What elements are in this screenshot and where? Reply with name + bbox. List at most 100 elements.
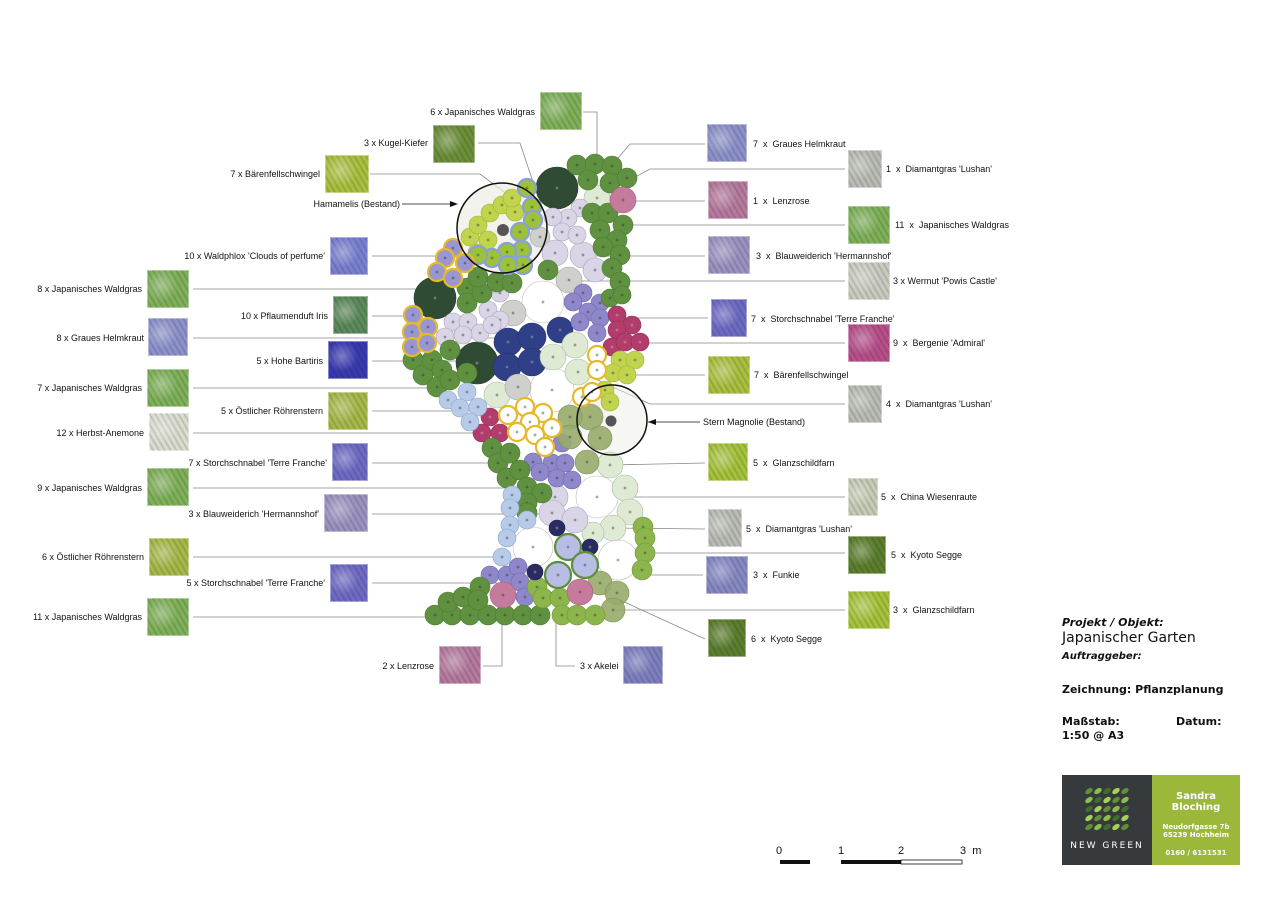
leaf xyxy=(1112,796,1120,804)
plant-center-mark xyxy=(563,461,567,465)
scale-value: 1:50 @ A3 xyxy=(1062,729,1125,742)
plant-center-mark xyxy=(488,573,492,577)
plant-label: 5 x Glanzschildfarn xyxy=(753,458,835,468)
plant-center-mark xyxy=(541,300,545,304)
plant-center-mark xyxy=(608,400,612,404)
plant-center-mark xyxy=(575,233,579,237)
plant-center-mark xyxy=(461,595,465,599)
plant-center-mark xyxy=(621,198,625,202)
plant-center-mark xyxy=(446,600,450,604)
plant-center-mark xyxy=(518,468,522,472)
plant-label: 3 x Blauweiderich 'Hermannshof' xyxy=(188,509,320,519)
plant-center-mark xyxy=(541,411,545,415)
plant-label: 7 x Storchschnabel 'Terre Franche' xyxy=(751,314,895,324)
scale-segment xyxy=(841,860,901,864)
leaf xyxy=(1085,805,1093,813)
plant-center-mark xyxy=(516,565,520,569)
leaf xyxy=(1103,796,1111,804)
plant-center-mark xyxy=(643,536,647,540)
plant-center-mark xyxy=(595,495,599,499)
plant-center-mark xyxy=(505,573,509,577)
plant-center-mark xyxy=(495,280,499,284)
plant-label: 1 x Diamantgras 'Lushan' xyxy=(886,164,992,174)
plant-photo xyxy=(848,324,890,362)
plant-center-mark xyxy=(523,595,527,599)
plant-center-mark xyxy=(495,393,499,397)
plant-center-mark xyxy=(538,470,542,474)
plant-photo xyxy=(848,536,886,574)
scale-tick-1: 1 xyxy=(838,845,845,857)
plant-center-mark xyxy=(610,266,614,270)
plant-center-mark xyxy=(458,406,462,410)
plant-center-mark xyxy=(530,360,534,364)
plant-center-mark xyxy=(440,368,444,372)
plant-center-mark xyxy=(598,316,602,320)
plant-center-mark xyxy=(475,361,479,365)
leaf xyxy=(1103,814,1111,822)
plant-label: 3 x Wermut 'Powis Castle' xyxy=(893,276,997,286)
plant-center-mark xyxy=(628,510,632,514)
plant-label: 6 x Kyoto Segge xyxy=(751,634,823,644)
plant-label: 9 x Japanisches Waldgras xyxy=(37,483,142,493)
plant-center-mark xyxy=(510,281,514,285)
plant-center-mark xyxy=(476,405,480,409)
plant-photo xyxy=(333,296,368,334)
plant-label: 3 x Kugel-Kiefer xyxy=(363,138,428,148)
plant-center-mark xyxy=(556,573,560,577)
plant-center-mark xyxy=(510,493,514,497)
leader-line xyxy=(619,599,706,640)
plant-center-mark xyxy=(575,613,579,617)
leaf xyxy=(1121,796,1129,804)
plant-photo xyxy=(848,262,890,300)
plant-center-mark xyxy=(531,545,535,549)
plant-center-mark xyxy=(595,196,599,200)
plant-center-mark xyxy=(451,276,455,280)
plant-center-mark xyxy=(598,228,602,232)
plant-center-mark xyxy=(410,345,414,349)
plant-label: 5 x Storchschnabel 'Terre Franche' xyxy=(186,578,325,588)
logo-text: NEW GREEN xyxy=(1070,841,1144,851)
plant-center-mark xyxy=(435,270,439,274)
plant-label: 2 x Lenzrose xyxy=(382,661,434,671)
plant-center-mark xyxy=(530,205,534,209)
leaf xyxy=(1085,787,1093,795)
plant-center-mark xyxy=(568,435,572,439)
plant-center-mark xyxy=(466,320,470,324)
plant-center-mark xyxy=(570,478,574,482)
plant-center-mark xyxy=(480,431,484,435)
plant-center-mark xyxy=(518,230,522,234)
existing-trees xyxy=(456,182,648,456)
leaf xyxy=(1121,787,1129,795)
company-owner: Sandra Bloching xyxy=(1171,791,1221,813)
plant-center-mark xyxy=(465,371,469,375)
plant-center-mark xyxy=(573,343,577,347)
plant-label: 10 x Waldphlox 'Clouds of perfume' xyxy=(184,251,325,261)
plant-center-mark xyxy=(410,330,414,334)
plant-center-mark xyxy=(465,301,469,305)
plant-center-mark xyxy=(443,256,447,260)
plant-center-mark xyxy=(538,613,542,617)
date-label: Datum: xyxy=(1176,715,1222,728)
plant-center-mark xyxy=(516,385,520,389)
plant-center-mark xyxy=(598,436,602,440)
plant-center-mark xyxy=(486,238,490,242)
plant-photo xyxy=(328,341,368,379)
plant-center-mark xyxy=(586,310,590,314)
plant-center-mark xyxy=(486,308,490,312)
plant-center-mark xyxy=(525,485,529,489)
plant-center-mark xyxy=(586,178,590,182)
plant-photo xyxy=(149,413,189,451)
plant-photo xyxy=(623,646,663,684)
scale-label: Maßstab: xyxy=(1062,715,1120,728)
plant-photo xyxy=(332,443,368,481)
leaf xyxy=(1121,805,1129,813)
plant-center-mark xyxy=(593,268,597,272)
leaf xyxy=(1103,805,1111,813)
plant-center-mark xyxy=(550,388,554,392)
scale-segment xyxy=(900,859,963,865)
plant-label: 8 x Japanisches Waldgras xyxy=(37,284,142,294)
plant-center-mark xyxy=(520,248,524,252)
plant-center-mark xyxy=(621,223,625,227)
plant-photo xyxy=(149,538,189,576)
plant-center-mark xyxy=(598,301,602,305)
